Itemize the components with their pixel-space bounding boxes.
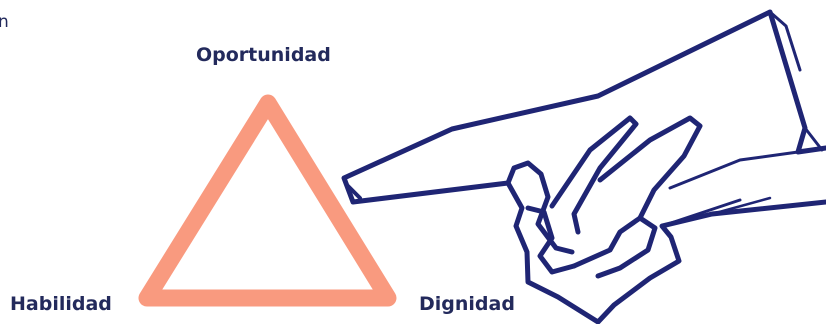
vertex-label-right: Dignidad bbox=[419, 293, 515, 315]
pointing-hand-icon bbox=[341, 9, 826, 324]
triangle-shape bbox=[138, 94, 397, 307]
corner-text: n bbox=[0, 12, 9, 32]
vertex-label-left: Habilidad bbox=[10, 293, 112, 315]
vertex-label-top: Oportunidad bbox=[196, 44, 331, 66]
